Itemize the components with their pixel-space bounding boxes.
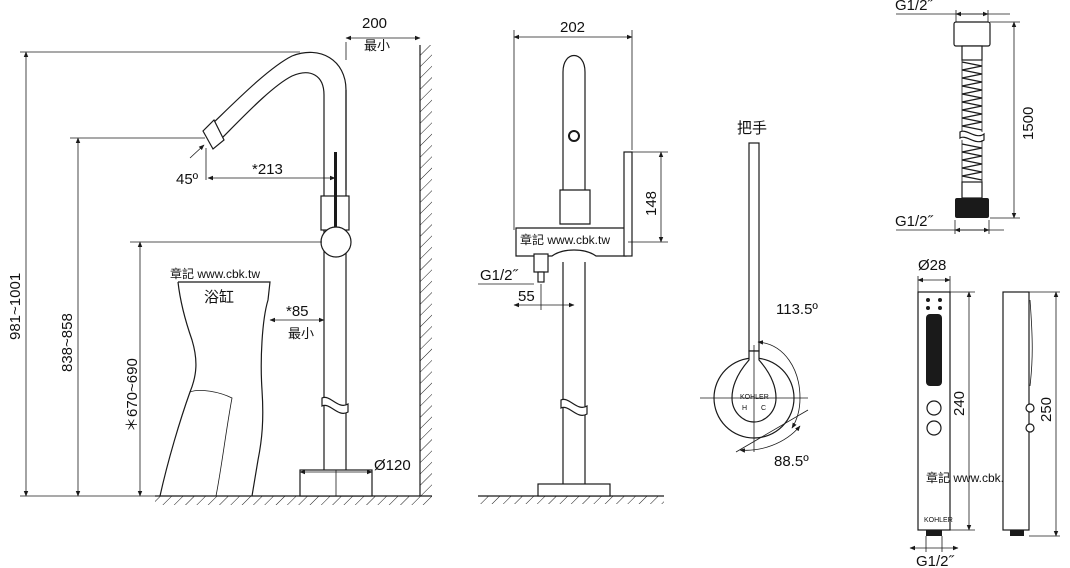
- dim-base-diameter: Ø120: [374, 457, 411, 474]
- front-aerator: [568, 130, 580, 142]
- spout-inner-arc: [219, 72, 325, 180]
- front-spout-top: [562, 55, 586, 190]
- spout-tip: [202, 118, 225, 150]
- dim-hose-top-thread: G1/2˝: [895, 0, 934, 14]
- handle-label: 把手: [737, 120, 767, 137]
- hose-view: G1/2˝ 1500 G1/2˝: [895, 0, 1037, 234]
- handle-view: 把手 KOHLER H C 113.5º 88.5º: [700, 120, 818, 470]
- front-crossbar: [515, 227, 627, 257]
- cold-mark: C: [761, 405, 766, 412]
- spray-nozzles: [926, 298, 942, 386]
- front-floor-hatch: [478, 496, 664, 504]
- hose-bottom-ferrule: [961, 181, 983, 199]
- bathtub-inner-line: [189, 390, 233, 497]
- dim-handshower-total: 250: [1038, 397, 1055, 422]
- spout-angle: 45º: [176, 171, 199, 188]
- front-handle-lever: [623, 151, 633, 257]
- angle-bottom: 88.5º: [774, 453, 809, 470]
- dim-total-height: 981~1001: [7, 273, 24, 340]
- side-view: 200 最小 981~1001 838~858 ＊670~690 45º *21…: [7, 15, 432, 505]
- dim-tub-height: ＊670~690: [124, 358, 141, 432]
- dim-front-connection: G1/2˝: [480, 267, 519, 284]
- watermark-front: 章記 www.cbk.tw: [520, 232, 610, 247]
- handle-knob: [320, 226, 352, 258]
- dim-top-note: 最小: [364, 38, 390, 53]
- hose-bottom-nut: [955, 198, 989, 218]
- spout-outer-arc: [209, 51, 347, 190]
- watermark-side: 章記 www.cbk.tw: [170, 266, 260, 281]
- dim-spout-height: 838~858: [59, 313, 76, 372]
- front-connection-nut: [533, 253, 549, 273]
- handle-lever: [334, 152, 337, 242]
- dim-front-width: 202: [560, 19, 585, 36]
- spray-button-bottom: [926, 420, 942, 436]
- hose-spiral-bottom: [961, 143, 983, 181]
- handle-stem: [748, 142, 760, 352]
- bathtub-outline: [159, 281, 271, 497]
- angle-top: 113.5º: [776, 301, 818, 318]
- hose-spiral-top: [961, 61, 983, 131]
- handshower-side: [1002, 291, 1030, 531]
- dim-handshower-diameter: Ø28: [918, 257, 946, 274]
- handshower-brand: KOHLER: [924, 517, 953, 524]
- spray-button-top: [926, 400, 942, 416]
- dim-handle-height: 148: [643, 191, 660, 216]
- front-base-plate: [537, 483, 611, 497]
- dim-spout-reach: *213: [252, 161, 283, 178]
- handshower-connector: [926, 530, 942, 536]
- dim-tub-clearance-note: 最小: [288, 326, 314, 341]
- wall-hatch: [420, 45, 432, 496]
- floor-hatch: [155, 496, 432, 505]
- dim-hose-bottom-thread: G1/2˝: [895, 213, 934, 230]
- handshower-view: Ø28 KOHLER 章記 www.cbk.tw 240 250: [909, 257, 1060, 568]
- dim-handshower-thread: G1/2˝: [916, 553, 955, 568]
- tub-label: 浴缸: [204, 288, 234, 306]
- hose-top-ferrule: [961, 45, 983, 61]
- dim-tub-clearance: *85: [286, 303, 309, 320]
- front-valve-body: [559, 189, 591, 225]
- dim-top: 200: [362, 15, 387, 32]
- front-view: 202 148 章記 www.cbk.tw G1/2˝ 55: [478, 19, 668, 504]
- dim-hose-length: 1500: [1020, 107, 1037, 140]
- hot-mark: H: [742, 405, 747, 412]
- column-break-mark: [321, 396, 349, 414]
- handshower-side-connector: [1010, 530, 1024, 536]
- hose-top-cone: [953, 21, 991, 47]
- handle-brand: KOHLER: [740, 394, 769, 401]
- dim-handshower-face: 240: [951, 391, 968, 416]
- dim-connection-offset: 55: [518, 288, 535, 305]
